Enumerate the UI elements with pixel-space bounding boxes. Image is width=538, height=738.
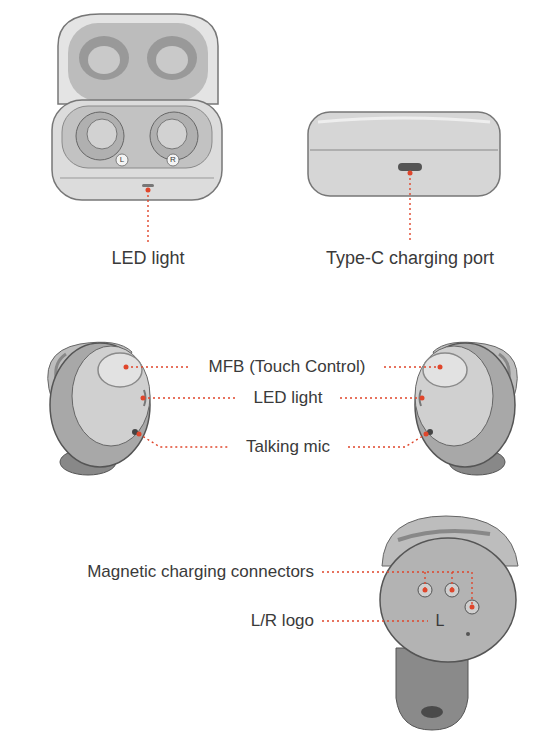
open-case — [52, 14, 222, 200]
part-label: Magnetic charging connectors — [87, 562, 314, 582]
right-earbud — [415, 342, 517, 475]
part-label: Type-C charging port — [326, 248, 494, 269]
earbud-back-view — [380, 516, 518, 730]
leader-lines — [124, 171, 475, 622]
part-label: LED light — [254, 388, 323, 408]
side-mark: L — [436, 612, 445, 630]
part-label: LED light — [111, 248, 184, 269]
side-mark: R — [170, 155, 176, 164]
side-mark: L — [120, 155, 124, 164]
left-earbud — [48, 342, 150, 475]
closed-case — [308, 112, 500, 196]
part-label: Talking mic — [246, 437, 330, 457]
part-label: MFB (Touch Control) — [209, 357, 366, 377]
part-label: L/R logo — [251, 611, 314, 631]
